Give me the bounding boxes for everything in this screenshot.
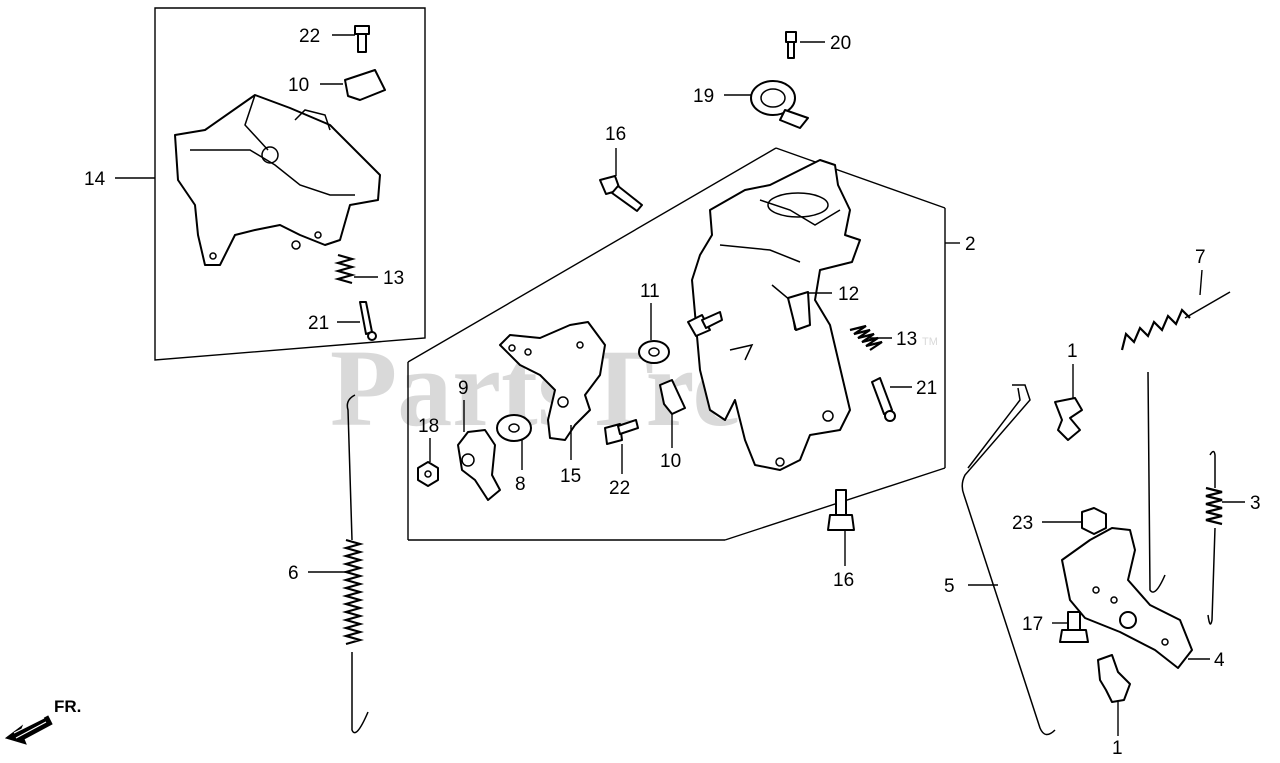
callout-14: 14: [84, 169, 106, 190]
callout-19: 19: [693, 86, 714, 107]
part-22-bolt-upper: [354, 25, 370, 53]
front-arrow-icon: [4, 715, 53, 745]
part-8-washer: [496, 414, 532, 442]
callout-4: 4: [1214, 650, 1225, 671]
part-17-bolt: [1059, 611, 1089, 643]
part-13-spring-lower: [849, 324, 883, 351]
callout-13-upper: 13: [383, 268, 404, 289]
callout-6: 6: [288, 563, 299, 584]
part-10-clip-upper: [344, 69, 386, 101]
front-arrow-hatch: [13, 717, 47, 739]
callout-17: 17: [1022, 614, 1043, 635]
callout-20: 20: [830, 33, 851, 54]
callout-3: 3: [1250, 493, 1261, 514]
part-1-clip-lower: [1097, 654, 1131, 703]
callout-8: 8: [515, 474, 526, 495]
part-6-cable: [341, 394, 369, 734]
callout-15: 15: [560, 466, 581, 487]
callout-16-upper: 16: [605, 124, 626, 145]
part-19-clamp: [750, 80, 809, 129]
part-16-bolt-lower: [827, 489, 855, 531]
callout-21-lower: 21: [916, 378, 937, 399]
part-1-clip-upper: [1054, 397, 1083, 441]
part-2-control-base: [691, 159, 861, 471]
watermark-tm: TM: [922, 336, 938, 348]
callout-21-upper: 21: [308, 313, 329, 334]
callout-2: 2: [965, 234, 976, 255]
callout-16-lower: 16: [833, 570, 854, 591]
callout-1-upper: 1: [1067, 341, 1078, 362]
part-23-nut: [1081, 507, 1107, 535]
part-10-clip-lower: [659, 379, 686, 415]
part-16-bolt-upper: [599, 175, 643, 212]
callout-9: 9: [458, 378, 469, 399]
part-18-nut: [417, 461, 439, 487]
part-7-cable: [1120, 291, 1231, 593]
front-direction-label: FR.: [54, 697, 81, 716]
callout-13-lower: 13: [896, 329, 917, 350]
callout-7: 7: [1195, 247, 1206, 268]
base-bolt: [687, 311, 723, 337]
callout-11: 11: [640, 281, 660, 302]
callout-10-lower: 10: [660, 451, 681, 472]
upper-bracket-frame: [154, 7, 426, 361]
part-12-screw: [787, 291, 811, 331]
front-direction-indicator: FR.: [4, 697, 81, 745]
callout-22-upper: 22: [299, 26, 320, 47]
part-22-bolt-lower: [604, 419, 639, 445]
part-3-spring: [1205, 450, 1223, 625]
part-11-washer: [638, 340, 670, 364]
part-5-rod-edge: [967, 387, 1021, 469]
callout-23: 23: [1012, 513, 1033, 534]
part-15-plate: [499, 321, 606, 441]
part-14-upper-bracket: [174, 94, 381, 266]
callout-1-lower: 1: [1112, 738, 1123, 759]
callout-18: 18: [418, 416, 439, 437]
leader-lines: [115, 34, 1245, 736]
callout-5: 5: [944, 576, 955, 597]
callout-labels: 22 10 14 13 21 20 19 16 2 12 11 13 21 9 …: [84, 26, 1261, 759]
part-4-lever-bracket: [1061, 527, 1193, 669]
part-20-screw: [785, 31, 797, 59]
part-21-screw-upper: [359, 301, 377, 341]
callout-22-lower: 22: [609, 478, 630, 499]
callout-12: 12: [838, 284, 859, 305]
callout-10-upper: 10: [288, 75, 309, 96]
part-5-rod: [961, 384, 1056, 736]
part-21-screw-lower: [871, 377, 896, 422]
part-9-lever: [457, 429, 501, 501]
part-13-spring-upper: [333, 253, 357, 285]
